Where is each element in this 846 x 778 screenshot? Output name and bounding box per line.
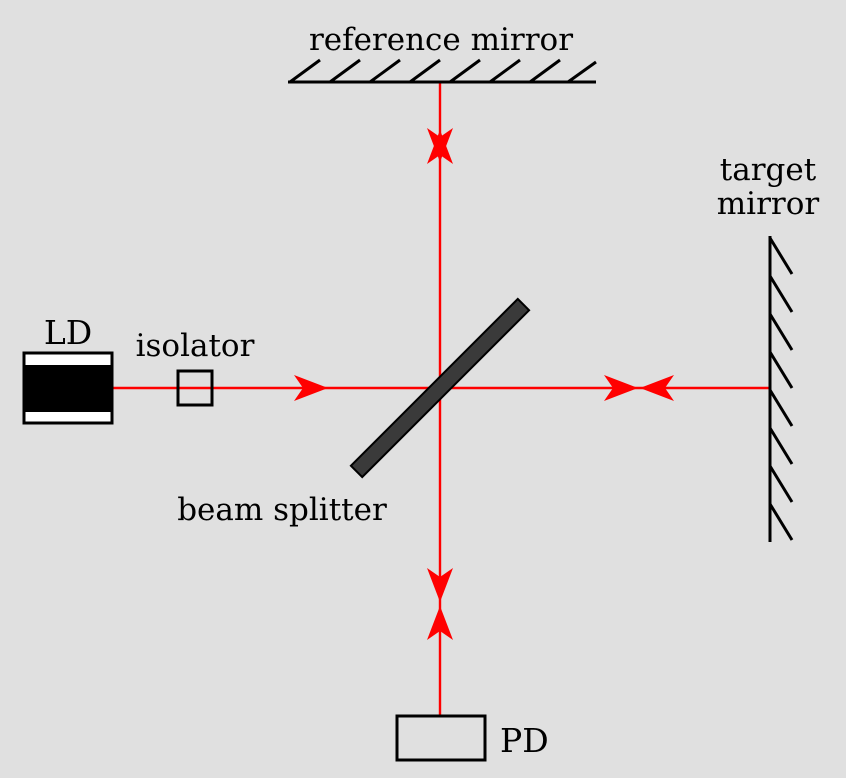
beam-splitter-label: beam splitter [177, 492, 387, 528]
reference-mirror-label: reference mirror [309, 22, 573, 58]
target-mirror [768, 236, 794, 542]
target-mirror-label-line1: target [720, 152, 817, 188]
arrow-right-icon [294, 375, 328, 401]
arrow-up-icon [427, 606, 453, 640]
laser-diode-label: LD [44, 313, 92, 352]
isolator [176, 369, 214, 407]
arrow-down-icon [427, 128, 453, 162]
isolator-label: isolator [136, 328, 255, 364]
reference-mirror [288, 58, 597, 84]
photodetector [395, 714, 487, 762]
beam-splitter [349, 297, 531, 479]
photodetector-label: PD [500, 721, 549, 760]
laser-diode [22, 351, 114, 425]
target-mirror-label-line2: mirror [717, 186, 820, 222]
beam-arrows [294, 128, 674, 640]
arrow-right-icon [604, 375, 638, 401]
arrow-left-icon [640, 375, 674, 401]
arrow-down-icon [427, 568, 453, 602]
